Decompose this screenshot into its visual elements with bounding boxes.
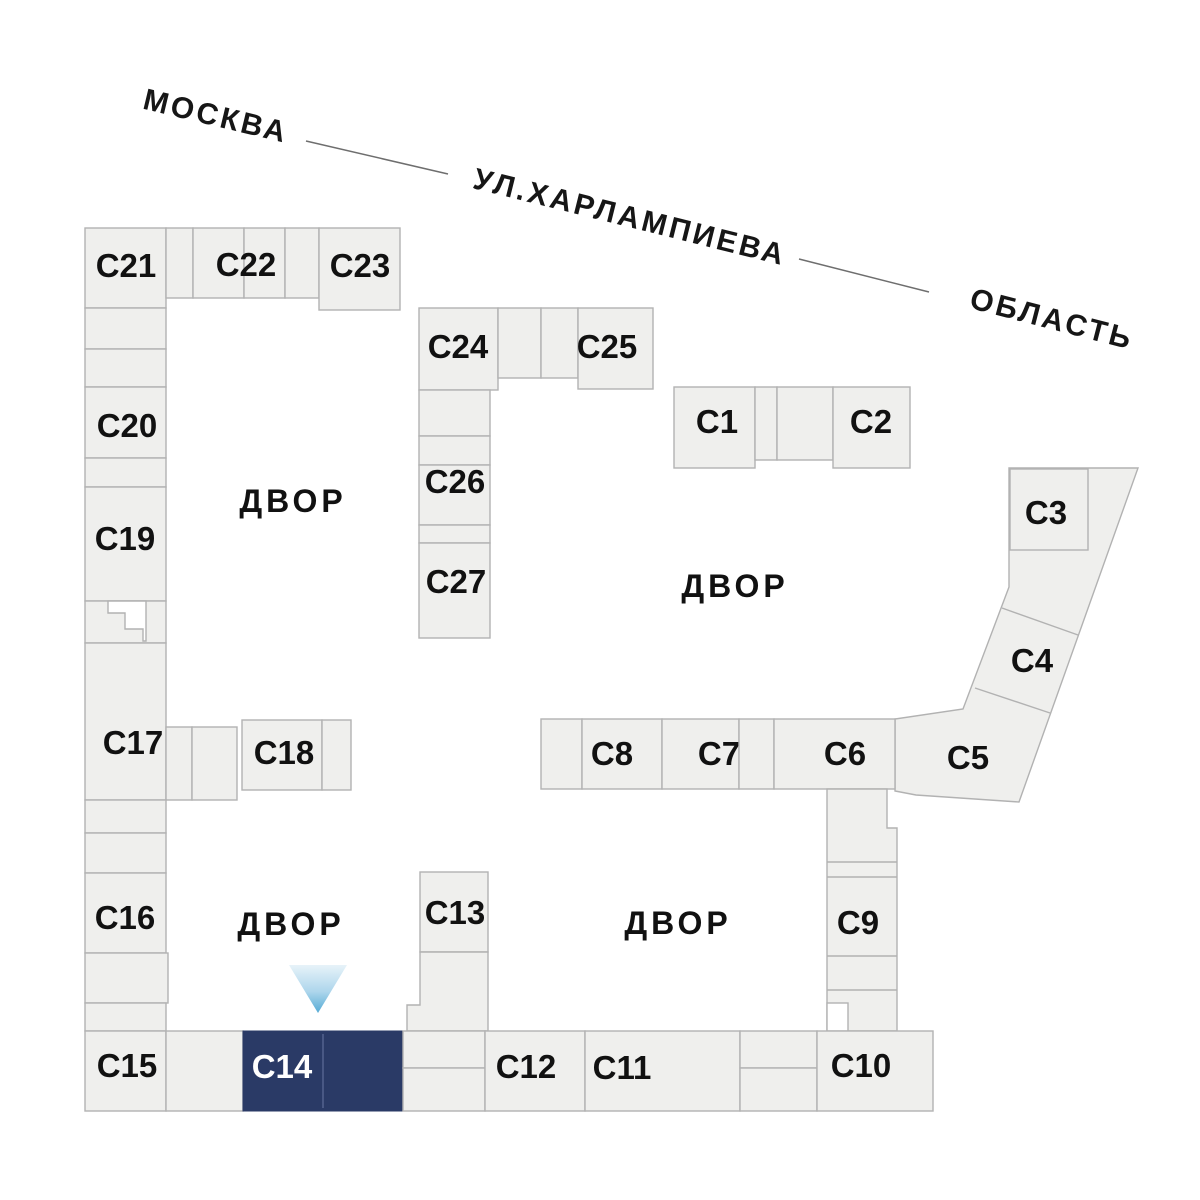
building-label-c19: С19 — [95, 520, 156, 557]
building-c3[interactable]: С3 — [1009, 468, 1089, 551]
building-c13[interactable]: С13 — [406, 871, 489, 1032]
building-c10[interactable]: С10 — [816, 1030, 934, 1112]
building-section[interactable] — [754, 386, 778, 461]
building-c24[interactable]: С24 — [418, 307, 499, 391]
building-label-c2: С2 — [850, 403, 892, 440]
building-label-c12: С12 — [496, 1048, 557, 1085]
building-label-c1: С1 — [696, 403, 738, 440]
building-strip-c9[interactable]: С9 — [826, 788, 898, 1032]
building-strip-south: С15 С14 С12 С11 С10 — [84, 1030, 934, 1112]
building-label-c15: С15 — [97, 1047, 158, 1084]
building-label-c6: С6 — [824, 735, 866, 772]
building-c2[interactable]: С2 — [832, 386, 911, 469]
building-c15[interactable]: С15 — [84, 1030, 167, 1112]
building-label-c23: С23 — [330, 247, 391, 284]
building-notch — [826, 1002, 849, 1032]
building-section[interactable] — [418, 435, 491, 466]
building-c6[interactable]: С6 — [773, 718, 896, 790]
building-section[interactable] — [84, 799, 167, 834]
building-label-c21: С21 — [96, 247, 157, 284]
building-label-c5: С5 — [947, 739, 989, 776]
building-section[interactable] — [84, 952, 169, 1004]
street-label-kharlampieva: УЛ.ХАРЛАМПИЕВА — [470, 163, 790, 273]
building-section[interactable] — [402, 1067, 486, 1112]
building-c23[interactable]: С23 — [318, 227, 401, 311]
building-label-c18: С18 — [254, 734, 315, 771]
building-section[interactable] — [776, 386, 834, 461]
building-c1[interactable]: С1 — [673, 386, 756, 469]
building-section[interactable] — [739, 1067, 818, 1112]
building-label-c20: С20 — [97, 407, 158, 444]
building-label-c17: С17 — [103, 724, 164, 761]
building-c11[interactable]: С11 — [584, 1030, 741, 1112]
building-strip-west: С21 С20 С19 С17 С16 — [84, 227, 238, 1032]
building-c22[interactable]: С22 — [192, 227, 286, 299]
building-label-c3: С3 — [1025, 494, 1067, 531]
building-section[interactable] — [165, 1030, 244, 1112]
building-strip-north: С22 С23 — [165, 227, 401, 311]
building-strip-c1-c2: С1 С2 — [673, 386, 911, 469]
courtyard-label-east: ДВОР — [681, 568, 788, 604]
building-section[interactable] — [84, 307, 167, 350]
building-section[interactable] — [418, 389, 491, 437]
building-c7[interactable]: С7 — [661, 718, 740, 790]
building-c19[interactable]: С19 — [84, 486, 167, 602]
courtyard-label-south: ДВОР — [624, 905, 731, 941]
stair-notch — [107, 600, 147, 642]
building-wedge-east[interactable]: С3 С4 С5 — [894, 467, 1139, 803]
building-label-c7: С7 — [698, 735, 740, 772]
building-label-c27: С27 — [426, 563, 487, 600]
building-section[interactable] — [540, 307, 579, 379]
building-label-c16: С16 — [95, 899, 156, 936]
building-label-c25: С25 — [577, 328, 638, 365]
building-label-c24: С24 — [428, 328, 489, 365]
street-divider-line — [305, 140, 449, 175]
building-label-c9: С9 — [837, 904, 879, 941]
building-section[interactable] — [402, 1030, 486, 1069]
building-label-c14: С14 — [252, 1048, 313, 1085]
courtyard-label-northwest: ДВОР — [239, 483, 346, 519]
building-label-c26: С26 — [425, 463, 486, 500]
courtyard-labels: ДВОР ДВОР ДВОР ДВОР — [237, 483, 788, 942]
building-c16[interactable]: С16 — [84, 872, 167, 954]
building-section[interactable] — [84, 832, 167, 874]
building-label-c4: С4 — [1011, 642, 1054, 679]
street-label-moscow: МОСКВА — [140, 83, 292, 150]
building-section[interactable] — [738, 718, 775, 790]
building-c21[interactable]: С21 — [84, 227, 167, 309]
building-c17[interactable]: С17 — [84, 642, 238, 801]
building-label-c13: С13 — [425, 894, 486, 931]
building-section[interactable] — [84, 348, 167, 388]
building-section[interactable] — [418, 524, 491, 544]
building-c26[interactable]: С26 — [418, 463, 491, 526]
building-section[interactable] — [165, 227, 194, 299]
building-section[interactable] — [540, 718, 583, 790]
street-label-oblast: ОБЛАСТЬ — [966, 282, 1137, 356]
building-section[interactable] — [284, 227, 320, 299]
selected-building-arrow-icon — [289, 965, 347, 1013]
courtyard-label-southwest: ДВОР — [237, 906, 344, 942]
street-divider-line — [798, 258, 930, 293]
building-c25[interactable]: С25 — [577, 307, 654, 390]
building-c18[interactable]: С18 — [241, 719, 352, 791]
building-section[interactable] — [84, 1002, 167, 1032]
building-label-c22: С22 — [216, 246, 277, 283]
building-strip-middle: С24 С25 С26 С27 — [418, 307, 654, 639]
building-c27[interactable]: С27 — [418, 542, 491, 639]
building-c14-selected[interactable]: С14 — [242, 1030, 403, 1112]
building-section[interactable] — [84, 457, 167, 488]
building-strip-c6-c8: С8 С7 С6 — [540, 718, 896, 790]
building-c8[interactable]: С8 — [581, 718, 663, 790]
building-label-c8: С8 — [591, 735, 633, 772]
building-section[interactable] — [739, 1030, 818, 1069]
building-c12[interactable]: С12 — [484, 1030, 586, 1112]
building-label-c11: С11 — [593, 1049, 652, 1086]
building-section[interactable] — [497, 307, 542, 379]
building-c20[interactable]: С20 — [84, 386, 167, 459]
building-label-c10: С10 — [831, 1047, 892, 1084]
